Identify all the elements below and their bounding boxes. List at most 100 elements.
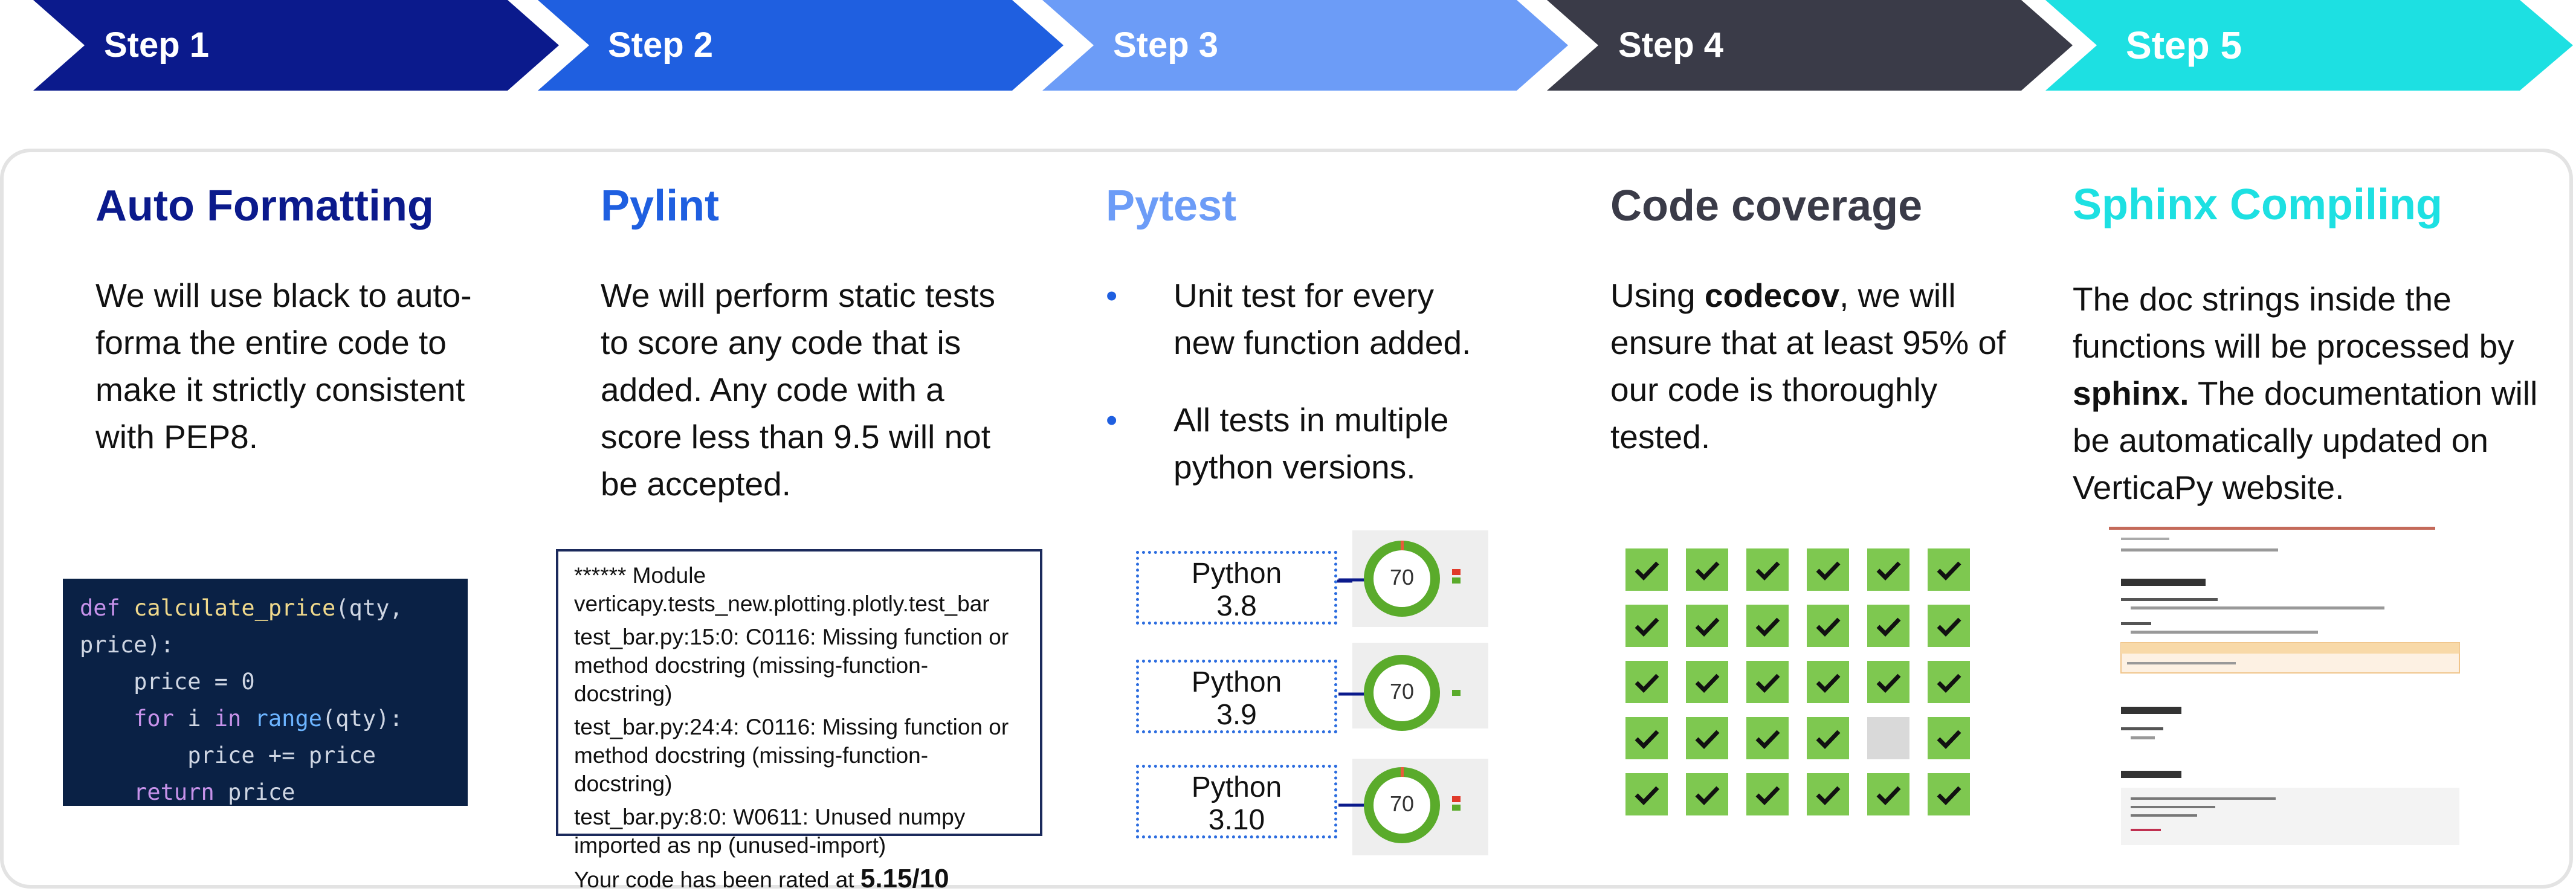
coverage-check-cell: [1746, 717, 1789, 759]
doc-text-line: [2131, 736, 2155, 739]
checkmark-icon: [1635, 617, 1659, 637]
python-version: 3.10: [1208, 804, 1265, 836]
text-line: ensure that at least 95% of: [1610, 324, 2006, 361]
doc-heading: [2121, 771, 2181, 778]
text-line: functions will be processed by: [2073, 327, 2514, 365]
rating-line: Your code has been rated at 5.15/10: [574, 864, 1024, 894]
code-token: price: [228, 779, 295, 805]
checkmark-icon: [1876, 786, 1901, 806]
checkmark-icon: [1635, 730, 1659, 750]
python-name: Python: [1191, 666, 1282, 698]
code-token: price += price: [187, 742, 376, 768]
checkmark-icon: [1876, 674, 1901, 693]
step-4-label: Step 4: [1618, 25, 1724, 65]
code-line: return price: [80, 774, 468, 811]
donut-chart: [1364, 655, 1440, 731]
text-line: We will use black to auto-: [95, 277, 472, 314]
checkmark-icon: [1937, 786, 1961, 806]
doc-warning-bar: [2121, 643, 2459, 654]
checkmark-icon: [1755, 561, 1780, 581]
code-token: i: [187, 706, 201, 732]
checkmark-icon: [1695, 617, 1720, 637]
step-3-chevron: [1042, 0, 1568, 91]
step-2-chevron: [538, 0, 1064, 91]
coverage-check-cell: [1807, 717, 1849, 759]
auto-formatting-text: We will use black to auto- forma the ent…: [95, 272, 472, 460]
report-line: ****** Module: [574, 563, 706, 588]
code-line: price = 0: [80, 663, 468, 700]
donut-score: 70: [1389, 679, 1415, 704]
bullet-item: • All tests in multiple python versions.: [1106, 396, 1480, 490]
step-4-chevron: [1547, 0, 2073, 91]
coverage-check-cell: [1867, 773, 1909, 815]
failed-slice: [1401, 541, 1404, 550]
doc-text-line: [2131, 606, 2384, 609]
text-line: added. Any code with a: [601, 371, 944, 408]
coverage-check-cell: [1807, 605, 1849, 647]
donut-score: 70: [1389, 791, 1415, 816]
report-line: method docstring (missing-function-docst…: [574, 653, 929, 706]
checkmark-icon: [1695, 730, 1720, 750]
pytest-bullets: • Unit test for every new function added…: [1106, 272, 1480, 490]
coverage-check-cell: [1625, 548, 1668, 591]
text-line: with PEP8.: [95, 418, 259, 455]
coverage-check-cell: [1807, 773, 1849, 815]
sphinx-doc-preview: [2109, 527, 2460, 845]
code-coverage-title: Code coverage: [1610, 182, 1923, 230]
checkmark-icon: [1816, 674, 1841, 693]
report-line: test_bar.py:24:4: C0116: Missing functio…: [574, 715, 1009, 739]
legend-failed: [1452, 796, 1461, 802]
rating-value: 5.15/10: [860, 864, 949, 893]
failed-slice: [1401, 767, 1404, 777]
coverage-check-cell: [1746, 661, 1789, 703]
coverage-check-cell: [1807, 548, 1849, 591]
code-token: in: [214, 706, 242, 732]
coverage-check-cell: [1625, 605, 1668, 647]
code-token: for: [134, 706, 174, 732]
code-line: price += price: [80, 737, 468, 774]
code-token: (qty,: [335, 595, 403, 621]
text-line: be accepted.: [601, 465, 791, 503]
text-line: tested.: [1610, 418, 1711, 455]
checkmark-icon: [1695, 674, 1720, 693]
coverage-check-cell: [1686, 548, 1728, 591]
coverage-check-cell: [1746, 605, 1789, 647]
coverage-check-cell: [1867, 548, 1909, 591]
text-line: forma the entire code to: [95, 324, 447, 361]
checkmark-icon: [1937, 617, 1961, 637]
coverage-check-cell: [1625, 773, 1668, 815]
legend-failed: [1452, 569, 1461, 575]
step-3-label: Step 3: [1113, 25, 1219, 65]
text-line: be automatically updated on: [2073, 422, 2488, 459]
coverage-check-cell: [1746, 548, 1789, 591]
doc-text-line: [2121, 548, 2278, 552]
coverage-check-cell: [1928, 773, 1970, 815]
coverage-check-cell: [1686, 605, 1728, 647]
pylint-report: ****** Module verticapy.tests_new.plotti…: [556, 549, 1042, 893]
legend-passed: [1452, 690, 1461, 696]
text-span: Using: [1610, 277, 1705, 314]
coverage-check-cell: [1625, 661, 1668, 703]
code-token: (qty):: [322, 706, 403, 732]
text-line: our code is thoroughly: [1610, 371, 1938, 408]
checkmark-icon: [1695, 561, 1720, 581]
coverage-empty-cell: [1867, 717, 1909, 759]
coverage-check-cell: [1867, 661, 1909, 703]
python-name: Python: [1191, 558, 1282, 590]
text-line: Using codecov, we will: [1610, 272, 2006, 319]
code-line: for i in range(qty):: [80, 700, 468, 737]
checkmark-icon: [1755, 786, 1780, 806]
doc-text-line: [2121, 538, 2169, 540]
python-version: 3.9: [1216, 699, 1257, 731]
code-line: price):: [80, 632, 174, 658]
code-token: calculate_price: [134, 595, 336, 621]
coverage-check-cell: [1928, 605, 1970, 647]
coverage-check-cell: [1928, 548, 1970, 591]
steps-arrow-bar: [33, 0, 2573, 91]
coverage-check-cell: [1928, 717, 1970, 759]
text-span: , we will: [1839, 277, 1956, 314]
code-line: def calculate_price(qty,: [80, 590, 468, 626]
